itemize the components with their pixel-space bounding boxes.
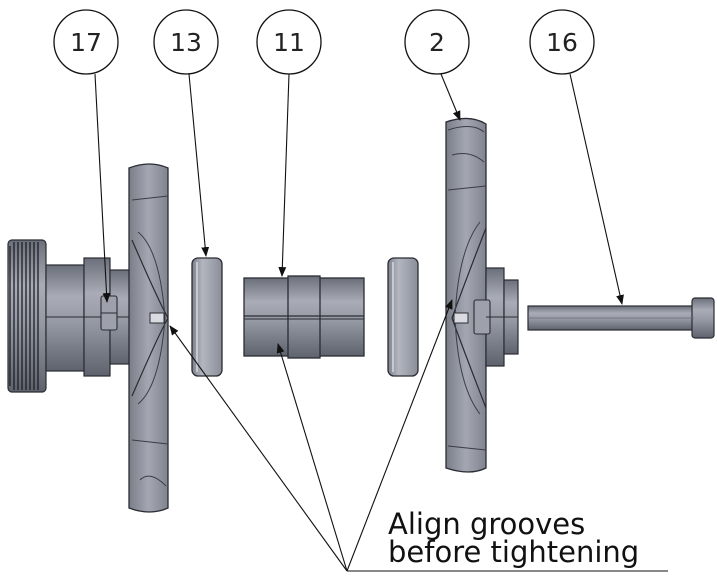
spacer-disc-13 — [191, 257, 223, 377]
balloon-17-label: 17 — [70, 28, 102, 57]
leader-11 — [278, 73, 290, 277]
leader-16 — [569, 73, 624, 305]
set-screw-17 — [100, 295, 118, 331]
balloon-11-label: 11 — [273, 28, 305, 57]
balloon-2: 2 — [404, 9, 470, 75]
balloon-13: 13 — [153, 9, 219, 75]
bolt-16 — [527, 297, 715, 339]
note-line-2: before tightening — [388, 535, 639, 569]
spacer-disc-right — [387, 257, 419, 377]
note-leader-left — [169, 325, 348, 572]
leader-2 — [440, 73, 461, 121]
balloon-17: 17 — [53, 9, 119, 75]
balloon-13-label: 13 — [170, 28, 202, 57]
left-fan-hub — [128, 163, 169, 513]
balloon-11: 11 — [256, 9, 322, 75]
leader-13 — [188, 73, 210, 257]
balloon-16-label: 16 — [546, 28, 578, 57]
note-line-1: Align grooves — [388, 507, 585, 541]
leader-17 — [94, 73, 111, 303]
note-leader-right — [346, 299, 453, 572]
balloon-16: 16 — [529, 9, 595, 75]
note-leaders — [169, 299, 668, 572]
note-leader-coupler — [276, 343, 348, 572]
balloon-leaders — [94, 73, 624, 305]
coupler-11 — [243, 275, 365, 359]
balloon-2-label: 2 — [429, 28, 445, 57]
right-fan-hub-2 — [445, 117, 519, 473]
